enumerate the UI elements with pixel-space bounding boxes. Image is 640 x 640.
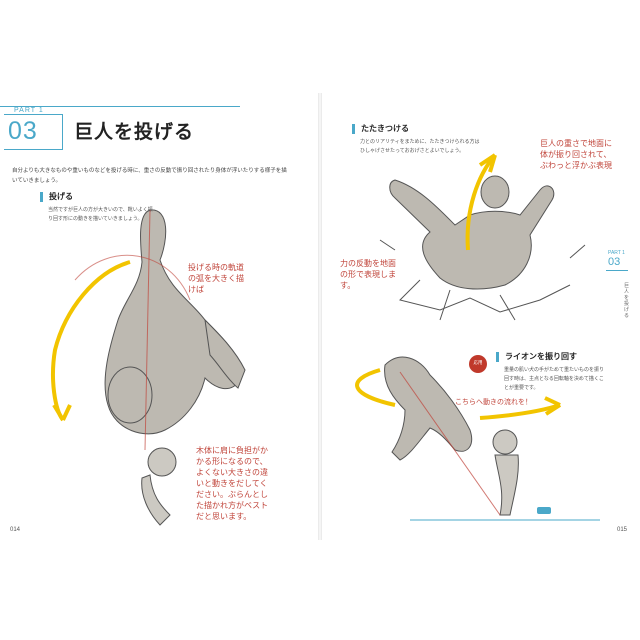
book-gutter — [318, 93, 322, 540]
advanced-badge: 応用 — [469, 355, 487, 373]
body-line — [144, 209, 151, 451]
side-tab-vertical-title: 巨人を投げる — [624, 283, 630, 319]
pivot-marker — [537, 507, 551, 514]
girl-figure — [492, 429, 519, 516]
page-number-right: 015 — [617, 527, 628, 533]
page-title: 巨人を投げる — [74, 121, 195, 143]
crack-lines — [379, 239, 586, 321]
part-number: 03 — [8, 117, 38, 145]
section-body-lion: 重量の肌い犬の手がためて重たいものを振り回す時は、主点となる回転軸を決めて描くこ… — [504, 367, 605, 391]
note-slam: 巨人の重さで地面に体が振り回されて、ぶわっと浮かぶ表現 — [540, 139, 612, 170]
note-shoulder: 木体に肩に負担がかかる形になるので、よくない大きさの違いと動きをだしてください。… — [196, 446, 269, 521]
part-label: PART 1 — [14, 107, 44, 114]
lion-figure — [384, 356, 473, 461]
right-page — [322, 93, 640, 540]
throw-arc-arrow — [51, 260, 131, 422]
section-body-slam: 力とのリアリティをまために、たたきつけられる方はひしゃげさせたっておおげさとよい… — [360, 139, 480, 154]
page-number-left: 014 — [10, 527, 21, 533]
giant-figure — [104, 209, 246, 435]
note-swing-path: 投げる時の軌道の弧を大きく描けば — [188, 263, 244, 294]
section-heading-slam: たたきつける — [352, 124, 409, 134]
note-spin: こちらへ動きの流れを！ — [455, 398, 532, 406]
header-rule — [0, 106, 240, 107]
part-number-box — [4, 114, 63, 150]
giant-slammed — [389, 175, 555, 290]
section-body-throw: 当然ですが巨人の方が大きいので、靴いよく振り回す形にの動きを描いていきましょう。 — [48, 207, 153, 222]
slam-arc-arrow — [465, 153, 497, 251]
child-figure — [141, 447, 177, 526]
section-heading-throw: 投げる — [40, 192, 73, 202]
side-tab-number: 03 — [608, 256, 621, 268]
intro-text: 自分よりも大きなものや重いものなどを投げる時に、重さの反動で振り回されたり身体が… — [12, 168, 287, 184]
side-tab: PART 1 03 — [604, 250, 640, 271]
section-heading-lion: ライオンを振り回す — [496, 352, 577, 362]
note-impact: 力の反動を地面の形で表現します。 — [340, 259, 396, 290]
side-tab-rule — [606, 270, 628, 271]
side-tab-label: PART 1 — [608, 250, 625, 256]
